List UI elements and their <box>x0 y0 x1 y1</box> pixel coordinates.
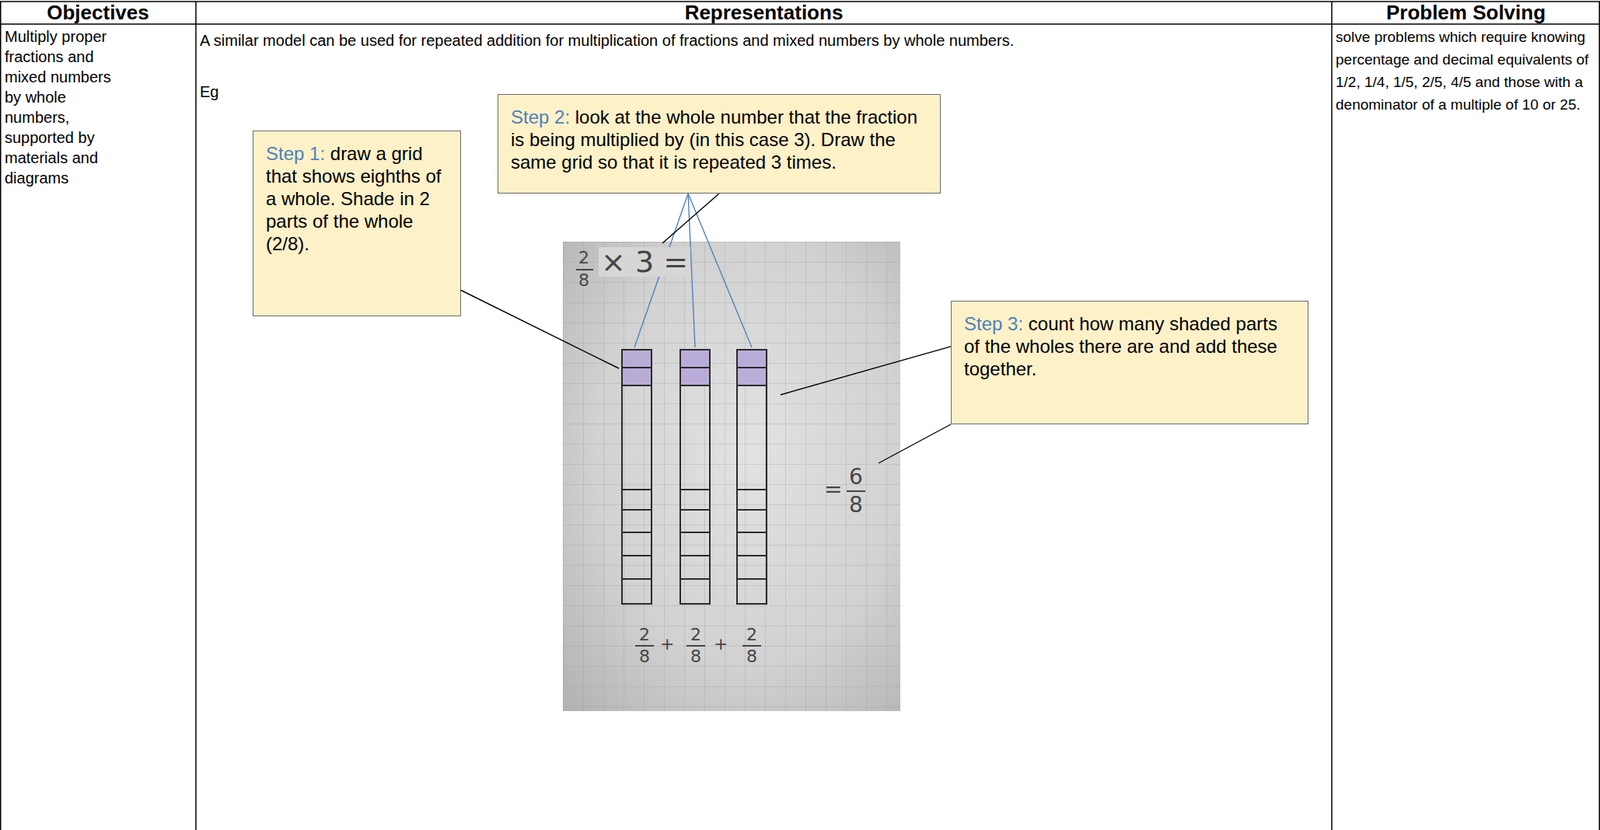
leader-line <box>461 290 619 370</box>
leader-line <box>688 193 752 348</box>
fraction-denominator: 8 <box>639 648 650 666</box>
leader-line <box>662 193 720 244</box>
callout-text: Step 2:look at the whole number that the… <box>510 105 928 174</box>
step-label: Step 1: <box>265 143 325 165</box>
fraction-numerator: 6 <box>848 466 863 489</box>
fraction-numerator: 2 <box>746 626 758 644</box>
plus-sign: + <box>713 635 728 654</box>
callout-text: Step 1:draw a grid that shows eighths of… <box>265 142 448 256</box>
fraction-numerator: 2 <box>639 626 650 644</box>
column-header: Objectives <box>0 1 196 25</box>
fraction-numerator: 2 <box>578 249 590 267</box>
column-header: Problem Solving <box>1331 1 1600 25</box>
step-instruction: look at the whole number that the fracti… <box>510 106 918 173</box>
problem-cell: solve problems which require knowing per… <box>1335 25 1597 116</box>
fraction-denominator: 8 <box>848 494 863 517</box>
callout-text: Step 3:count how many shaded parts of th… <box>964 312 1296 381</box>
callout-box: Step 2:look at the whole number that the… <box>497 94 941 194</box>
callout-box: Step 1:draw a grid that shows eighths of… <box>252 130 462 317</box>
equals-sign: = <box>824 478 842 501</box>
intro-text: A similar model can be used for repeated… <box>199 31 1320 50</box>
leader-line <box>878 424 951 464</box>
plus-sign: + <box>660 635 675 654</box>
example-label: Eg <box>199 82 263 102</box>
fraction-denominator: 8 <box>746 648 758 666</box>
fraction-numerator: 2 <box>690 626 702 644</box>
objective-cell: Multiply proper fractions and mixed numb… <box>4 26 130 189</box>
fraction-denominator: 8 <box>690 648 702 666</box>
leader-line <box>780 346 951 395</box>
step-label: Step 2: <box>510 106 570 128</box>
fraction-denominator: 8 <box>578 272 590 290</box>
step-label: Step 3: <box>964 313 1024 335</box>
callout-box: Step 3:count how many shaded parts of th… <box>950 300 1309 425</box>
handwritten-equation: × 3 = <box>598 247 691 277</box>
column-header: Representations <box>195 1 1332 25</box>
